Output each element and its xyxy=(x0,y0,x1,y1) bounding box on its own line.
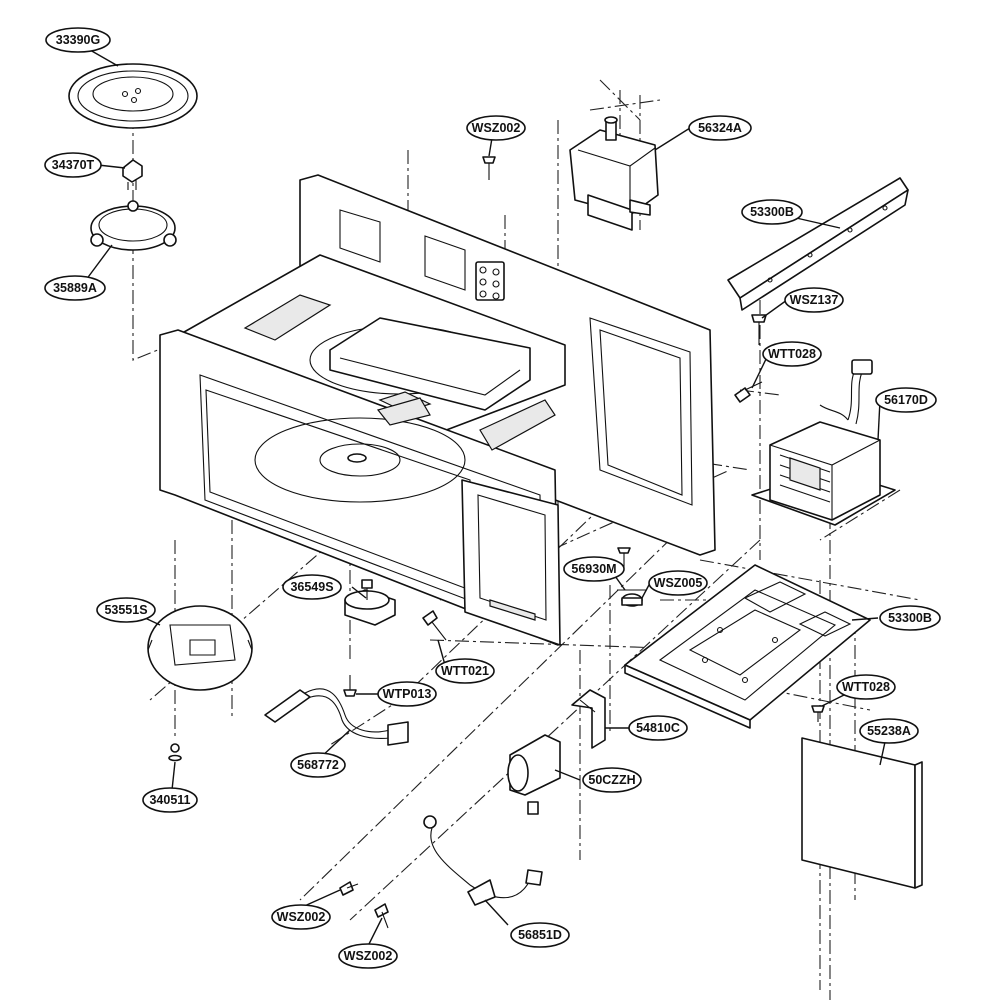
callout-WSZ005: WSZ005 xyxy=(648,570,708,596)
wire-harness-568772 xyxy=(264,688,409,746)
transformer xyxy=(751,359,896,526)
svg-text:56930M: 56930M xyxy=(571,562,616,576)
svg-text:33390G: 33390G xyxy=(56,33,100,47)
svg-text:WTP013: WTP013 xyxy=(383,687,432,701)
callout-34370T: 34370T xyxy=(44,152,102,178)
support-bracket-top xyxy=(727,177,909,311)
screw-wtt028-lower xyxy=(811,705,825,722)
side-panel xyxy=(801,737,923,889)
callout-56851D: 56851D xyxy=(510,922,570,948)
svg-text:568772: 568772 xyxy=(297,758,339,772)
svg-text:WSZ005: WSZ005 xyxy=(654,576,703,590)
callout-53300B-lower: 53300B xyxy=(879,605,941,631)
svg-text:35889A: 35889A xyxy=(53,281,97,295)
magnetron xyxy=(569,116,659,231)
callout-54810C: 54810C xyxy=(628,715,688,741)
motor-cover-plate xyxy=(147,605,253,691)
callout-56324A: 56324A xyxy=(688,115,752,141)
svg-text:36549S: 36549S xyxy=(290,580,333,594)
turntable-motor xyxy=(344,579,396,626)
callout-WTP013: WTP013 xyxy=(377,681,437,707)
capacitor xyxy=(507,734,561,815)
svg-text:53300B: 53300B xyxy=(888,611,932,625)
callout-WSZ137: WSZ137 xyxy=(784,287,844,313)
screw-340511 xyxy=(168,743,182,762)
svg-text:WTT028: WTT028 xyxy=(768,347,816,361)
callout-WTT021: WTT021 xyxy=(435,658,495,684)
svg-text:WTT021: WTT021 xyxy=(441,664,489,678)
svg-text:56170D: 56170D xyxy=(884,393,928,407)
turntable-coupler xyxy=(122,159,143,190)
callout-53300B-top: 53300B xyxy=(741,199,803,225)
roller-ring xyxy=(90,200,177,251)
svg-text:53551S: 53551S xyxy=(104,603,147,617)
callout-WSZ002-bottom-b: WSZ002 xyxy=(338,943,398,969)
svg-text:56324A: 56324A xyxy=(698,121,742,135)
svg-text:53300B: 53300B xyxy=(750,205,794,219)
screw-wsz002-bottom-a xyxy=(339,881,359,896)
svg-text:34370T: 34370T xyxy=(52,158,95,172)
callout-WTT028-lower: WTT028 xyxy=(836,674,896,700)
callout-36549S: 36549S xyxy=(282,574,342,600)
callout-50CZZH: 50CZZH xyxy=(582,767,642,793)
thermostat xyxy=(617,589,647,607)
svg-text:WSZ002: WSZ002 xyxy=(472,121,521,135)
screw-wtt021 xyxy=(422,610,447,641)
callout-56170D: 56170D xyxy=(875,387,937,413)
turntable-glass-tray xyxy=(68,63,198,129)
svg-text:WSZ002: WSZ002 xyxy=(344,949,393,963)
screw-wsz005 xyxy=(617,547,631,568)
capacitor-bracket xyxy=(571,689,606,749)
callout-33390G: 33390G xyxy=(45,27,111,53)
callout-WSZ002-top: WSZ002 xyxy=(466,115,526,141)
power-cord-harness xyxy=(423,815,543,906)
callout-56930M: 56930M xyxy=(563,556,625,582)
svg-text:50CZZH: 50CZZH xyxy=(588,773,635,787)
svg-text:55238A: 55238A xyxy=(867,724,911,738)
svg-text:WSZ002: WSZ002 xyxy=(277,910,326,924)
svg-text:WSZ137: WSZ137 xyxy=(790,293,839,307)
svg-text:340511: 340511 xyxy=(149,793,190,807)
callout-35889A: 35889A xyxy=(44,275,106,301)
callout-WTT028-upper: WTT028 xyxy=(762,341,822,367)
callout-53551S: 53551S xyxy=(96,597,156,623)
callout-568772: 568772 xyxy=(290,752,346,778)
svg-text:54810C: 54810C xyxy=(636,721,680,735)
svg-text:56851D: 56851D xyxy=(518,928,562,942)
base-plate xyxy=(624,564,871,729)
screw-wsz002-top xyxy=(482,156,496,180)
screw-wsz137 xyxy=(751,314,767,345)
svg-text:WTT028: WTT028 xyxy=(842,680,890,694)
screw-wsz002-bottom-b xyxy=(374,903,389,929)
callout-55238A: 55238A xyxy=(859,718,919,744)
vent-grid xyxy=(376,397,556,451)
cavity-assembly xyxy=(159,174,716,646)
callout-WSZ002-bottom-a: WSZ002 xyxy=(271,904,331,930)
callout-340511: 340511 xyxy=(142,787,198,813)
screw-wtp013 xyxy=(343,675,357,697)
